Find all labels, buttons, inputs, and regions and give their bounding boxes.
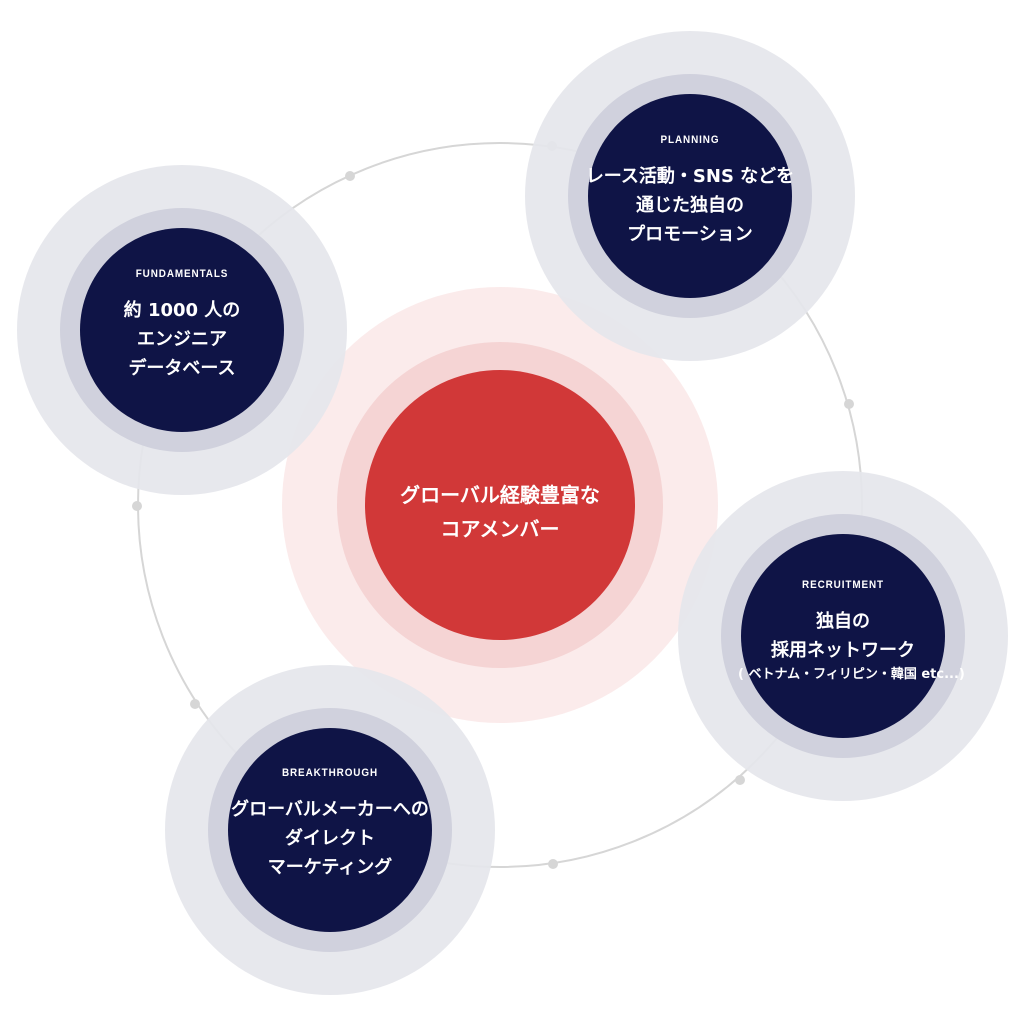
node-note: ( ベトナム・フィリピン・韓国 etc...) [738, 667, 965, 682]
node-line: データベース [128, 358, 236, 379]
node-tag: PLANNING [660, 134, 720, 146]
node-tag: BREAKTHROUGH [281, 767, 379, 779]
node-planning-circle [525, 31, 855, 361]
core-circle [282, 287, 718, 723]
node-tag: FUNDAMENTALS [135, 268, 229, 280]
node-tag: RECRUITMENT [802, 579, 884, 591]
node-line: ダイレクト [285, 828, 375, 849]
node-recruitment: RECRUITMENT 独自の 採用ネットワーク ( ベトナム・フィリピン・韓国… [738, 579, 965, 685]
node-line: 採用ネットワーク [771, 640, 915, 661]
core-line: コアメンバー [440, 517, 560, 541]
node-fundamentals-circle [17, 165, 347, 495]
core-label: グローバル経験豊富な コアメンバー [365, 478, 635, 546]
node-line: レース活動・SNS などを [585, 166, 795, 187]
node-recruitment-circle [678, 471, 1008, 801]
node-fundamentals: FUNDAMENTALS 約 1000 人の エンジニア データベース [77, 268, 287, 383]
node-line: 通じた独自の [636, 195, 744, 216]
node-breakthrough-circle [165, 665, 495, 995]
node-line: 独自の [816, 611, 870, 632]
node-line: グローバルメーカーへの [231, 799, 429, 820]
node-planning: PLANNING レース活動・SNS などを 通じた独自の プロモーション [585, 134, 795, 249]
node-line: プロモーション [627, 224, 753, 245]
core-line: グローバル経験豊富な [400, 483, 600, 507]
node-line: エンジニア [137, 329, 227, 350]
node-line: 約 1000 人の [123, 300, 241, 321]
node-line: マーケティング [267, 857, 393, 878]
node-breakthrough: BREAKTHROUGH グローバルメーカーへの ダイレクト マーケティング [225, 767, 435, 882]
